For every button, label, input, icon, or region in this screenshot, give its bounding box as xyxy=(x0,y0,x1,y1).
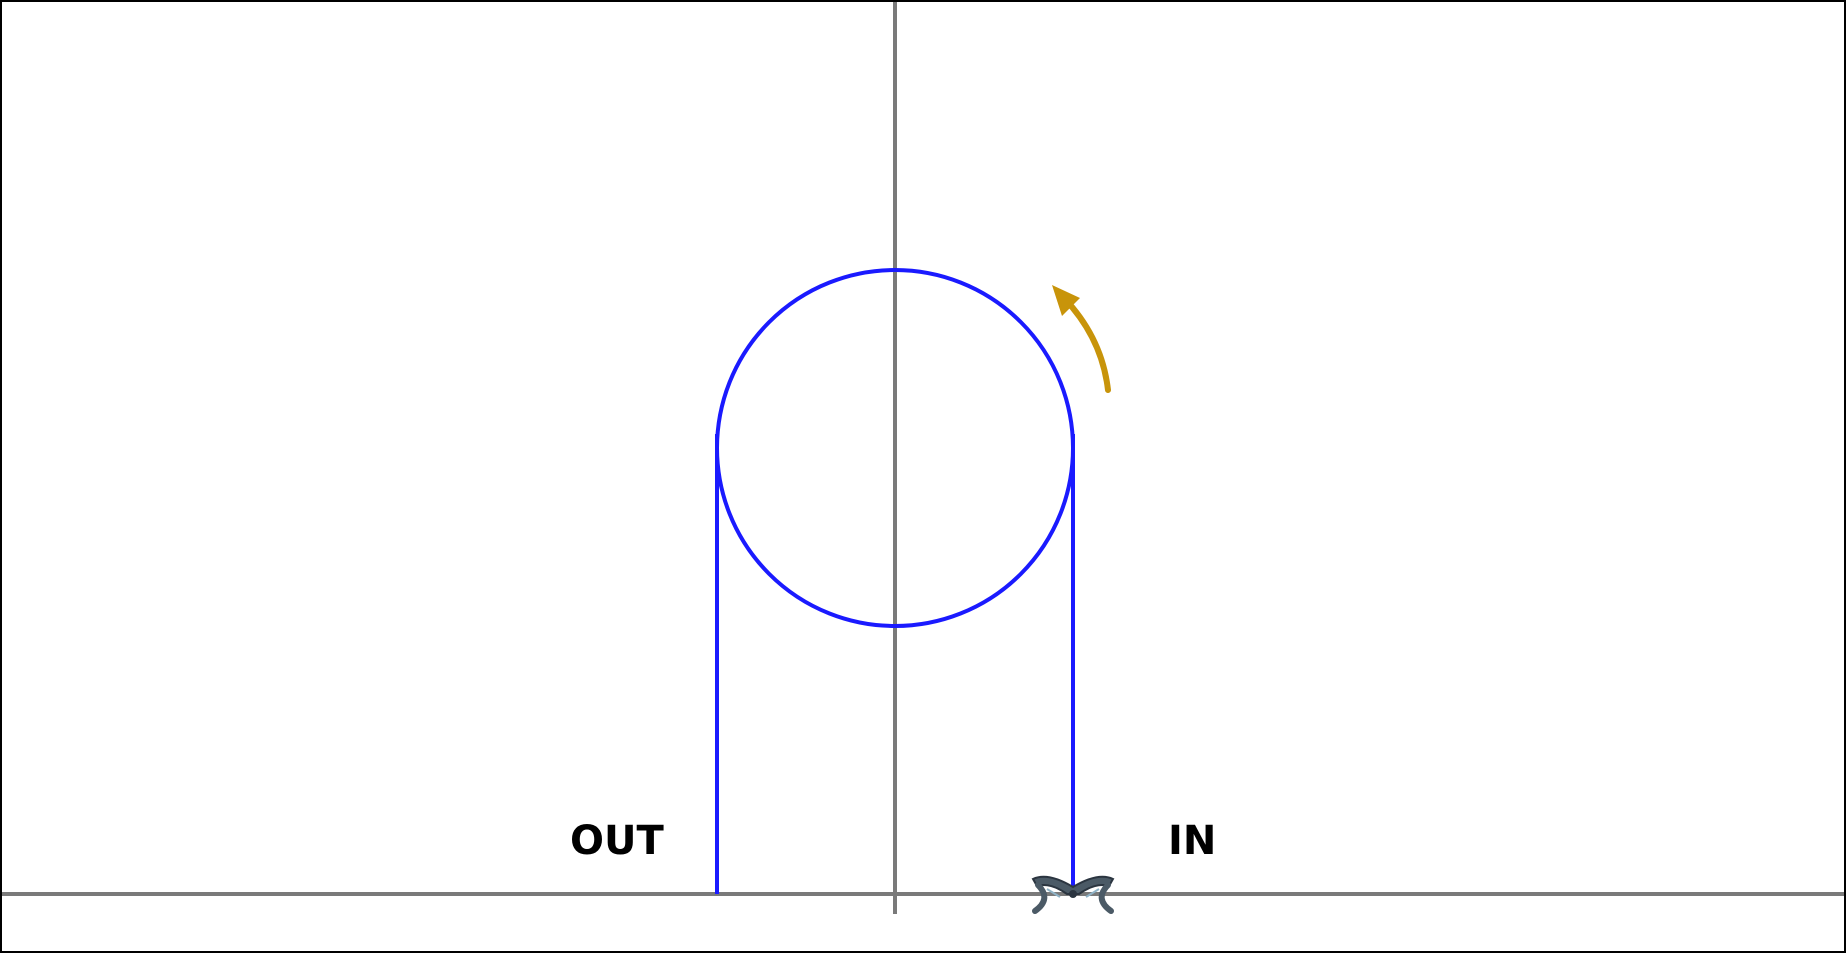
clamp-icon xyxy=(1031,875,1115,914)
curved-arrow-icon xyxy=(1052,285,1111,393)
out-label: OUT xyxy=(570,818,664,864)
in-label: IN xyxy=(1168,818,1216,864)
